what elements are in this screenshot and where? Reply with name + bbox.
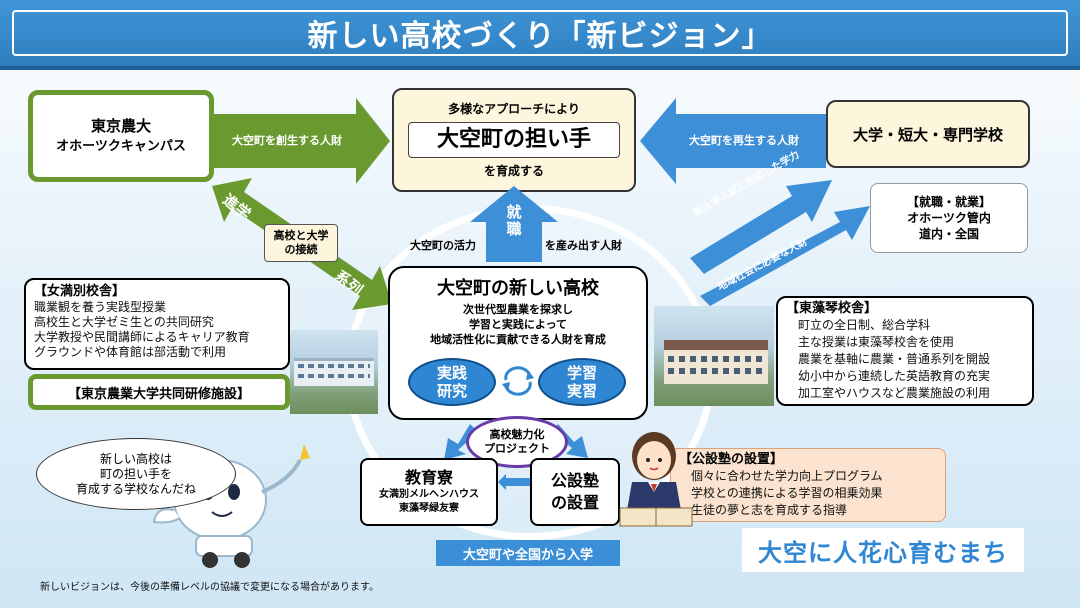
employment-box: 【就職・就業】 オホーツク管内 道内・全国 — [870, 183, 1028, 253]
connect-line2: の接続 — [284, 243, 318, 256]
nodai-name-1: 東京農大 — [90, 117, 151, 135]
memanbetsu-item: 大学教授や民間講師によるキャリア教育 — [34, 330, 250, 344]
higashimokoto-box: 【東藻琴校舎】 町立の全日制、総合学科 主な授業は東藻琴校舎を使用 農業を基軸に… — [776, 296, 1034, 406]
circle-label-left: 大空町の活力 — [410, 239, 476, 252]
goal-box: 多様なアプローチにより 大空町の担い手 を育成する — [392, 88, 636, 192]
employment-line3: 道内・全国 — [918, 227, 979, 241]
memanbetsu-item: 職業観を養う実践型授業 — [34, 300, 167, 314]
page-title: 新しい高校づくり「新ビジョン」 — [12, 10, 1068, 56]
dorm-box: 教育寮 女満別メルヘンハウス 東藻琴緑友寮 — [360, 458, 498, 526]
town-logo: 大空に人花心育むまち — [742, 528, 1024, 572]
goal-line3: を育成する — [483, 164, 544, 178]
juku-line1: 公設塾 — [550, 471, 599, 490]
nodai-box: 東京農大 オホーツクキャンパス — [28, 90, 214, 182]
memanbetsu-box: 【女満別校舎】 職業観を養う実践型授業 高校生と大学ゼミ生との共同研究 大学教授… — [24, 278, 290, 370]
project-line1: 高校魅力化 — [489, 428, 545, 441]
job-arrow-up — [470, 186, 558, 262]
arrow-left-label: 大空町を創生する人財 — [232, 134, 342, 147]
higashimokoto-item: 主な授業は東藻琴校舎を使用 — [798, 335, 955, 349]
dorm-line2: 東藻琴緑友寮 — [399, 503, 459, 514]
speech-bubble: 新しい高校は 町の担い手を 育成する学校なんだね — [36, 438, 236, 510]
core-title: 大空町の新しい高校 — [437, 278, 599, 299]
juku-line2: の設置 — [550, 493, 599, 512]
memanbetsu-photo — [290, 330, 378, 414]
blue-diag-arrow-top — [690, 180, 832, 274]
university-label: 大学・短大・専門学校 — [852, 125, 1003, 144]
pill-study-1: 学習 — [566, 364, 597, 382]
public-juku-box: 【公設塾の設置】 個々に合わせた学力向上プログラム 学校との連携による学習の相乗… — [670, 448, 946, 522]
higashimokoto-heading: 【東藻琴校舎】 — [786, 301, 878, 316]
university-box: 大学・短大・専門学校 — [826, 100, 1030, 168]
memanbetsu-item: 高校生と大学ゼミ生との共同研究 — [34, 315, 214, 329]
higashimokoto-item: 加工室やハウスなど農業施設の利用 — [798, 386, 991, 400]
employment-line2: オホーツク管内 — [907, 211, 991, 225]
pill-study-2: 実習 — [566, 382, 597, 400]
connect-line1: 高校と大学 — [273, 229, 329, 242]
public-juku-item: 学校との連携による学習の相乗効果 — [691, 486, 883, 500]
pill-practice: 実践 研究 — [408, 358, 496, 406]
blue-arrow-left — [640, 98, 826, 184]
joint-facility-box: 【東京農業大学共同研修施設】 — [28, 374, 290, 410]
higashimokoto-item: 農業を基軸に農業・普通系列を開設 — [798, 352, 991, 366]
core-line1: 次世代型農業を探求し — [463, 303, 573, 316]
pill-practice-1: 実践 — [436, 364, 467, 382]
bottom-banner: 大空町や全国から入学 — [436, 540, 620, 566]
student-illustration — [619, 432, 693, 527]
public-juku-item: 生徒の夢と志を育成する指導 — [691, 503, 848, 517]
goal-main: 大空町の担い手 — [408, 122, 620, 158]
pill-practice-2: 研究 — [436, 382, 467, 400]
core-line2: 学習と実践によって — [468, 318, 568, 331]
project-line2: プロジェクト — [484, 442, 550, 455]
dorm-line1: 女満別メルヘンハウス — [379, 489, 479, 500]
green-arrow-right — [214, 98, 390, 184]
joint-facility-label: 【東京農業大学共同研修施設】 — [67, 386, 250, 402]
memanbetsu-heading: 【女満別校舎】 — [34, 284, 126, 299]
arrow-right-label: 大空町を再生する人財 — [689, 134, 799, 147]
public-juku-item: 個々に合わせた学力向上プログラム — [691, 469, 883, 483]
higashimokoto-item: 町立の全日制、総合学科 — [798, 318, 931, 332]
memanbetsu-item: グラウンドや体育館は部活動で利用 — [34, 345, 227, 359]
goal-line1: 多様なアプローチにより — [448, 102, 580, 116]
employment-line1: 【就職・就業】 — [906, 195, 991, 209]
juku-box: 公設塾 の設置 — [530, 458, 620, 526]
higashimokoto-photo — [654, 306, 774, 406]
higashimokoto-item: 幼小中から連続した英語教育の充実 — [798, 369, 991, 383]
job-arrow-label: 就職 — [506, 203, 522, 238]
public-juku-heading: 【公設塾の設置】 — [679, 452, 784, 467]
core-line3: 地域活性化に貢献できる人財を育成 — [430, 333, 606, 346]
connect-box: 高校と大学 の接続 — [264, 224, 338, 262]
header-bar: 新しい高校づくり「新ビジョン」 — [0, 0, 1080, 70]
speech-line3: 育成する学校なんだね — [75, 481, 196, 496]
town-logo-text: 大空に人花心育むまち — [758, 538, 1008, 567]
speech-line2: 町の担い手を — [99, 466, 172, 481]
pill-study: 学習 実習 — [538, 358, 626, 406]
speech-line1: 新しい高校は — [99, 451, 172, 466]
dorm-juku-arrow — [498, 474, 538, 490]
footnote: 新しいビジョンは、今後の準備レベルの協議で変更になる場合があります。 — [40, 582, 379, 593]
dorm-title: 教育寮 — [404, 468, 453, 487]
blue-diag-arrow-bottom — [700, 206, 870, 306]
circle-label-right: を産み出す人財 — [545, 239, 622, 252]
nodai-name-2: オホーツクキャンパス — [56, 139, 186, 154]
cycle-arrows-icon — [502, 366, 534, 396]
